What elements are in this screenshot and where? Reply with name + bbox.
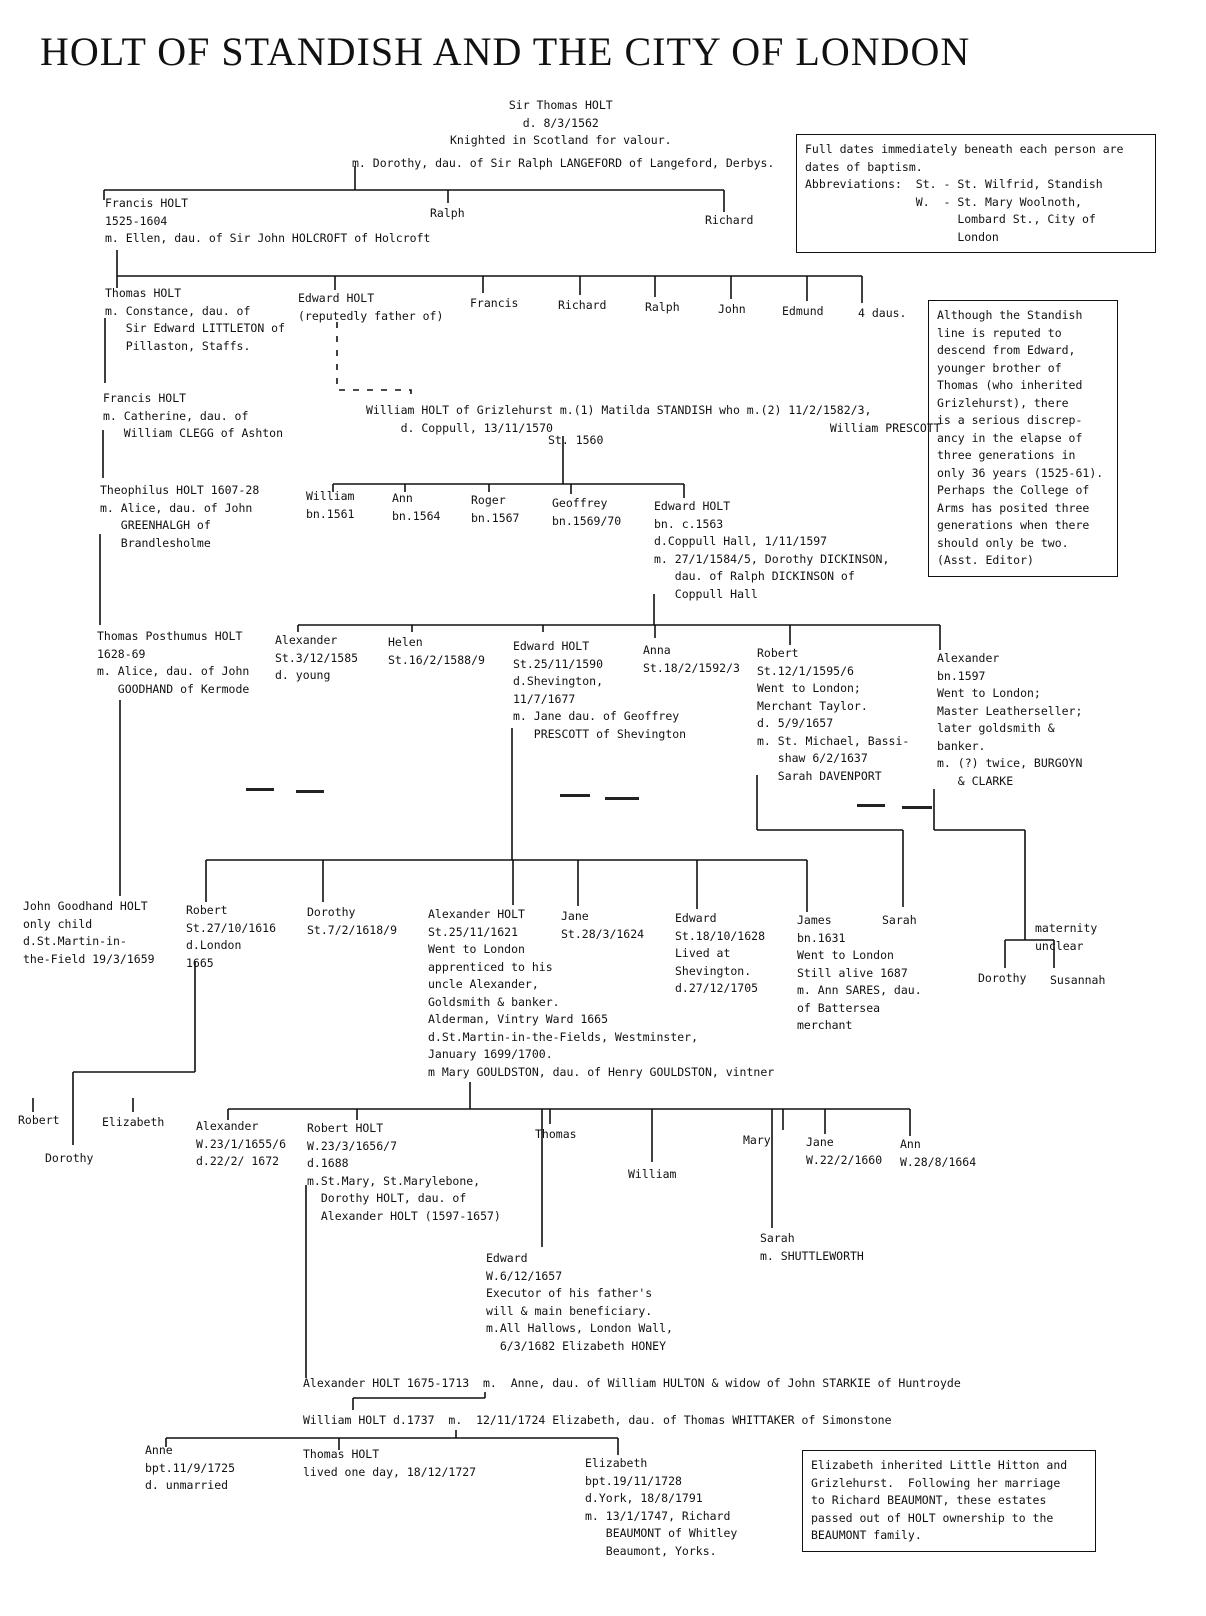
person-susannah: Susannah: [1050, 973, 1106, 987]
person-roger: Roger bn.1567: [471, 493, 520, 525]
person-robert-1595: Robert St.12/1/1595/6 Went to London; Me…: [757, 646, 910, 783]
person-thomas-holt: Thomas HOLT m. Constance, dau. of Sir Ed…: [105, 286, 286, 353]
break-mark: [246, 788, 274, 791]
person-helen: Helen St.16/2/1588/9: [388, 635, 485, 667]
person-william: William bn.1561: [306, 489, 355, 521]
person-theophilus-holt: Theophilus HOLT 1607-28 m. Alice, dau. o…: [100, 483, 260, 550]
person-ralph-2: Ralph: [645, 300, 680, 314]
person-edmund: Edmund: [782, 304, 824, 318]
person-richard: Richard: [705, 213, 754, 227]
break-mark: [605, 797, 639, 800]
person-edward-holt-1590: Edward HOLT St.25/11/1590 d.Shevington, …: [513, 639, 687, 741]
person-ann-1664: Ann W.28/8/1664: [900, 1137, 977, 1169]
break-mark: [902, 806, 932, 809]
person-dorothy-b: Dorothy: [978, 971, 1027, 985]
person-john: John: [718, 302, 746, 316]
person-robert-holt-1656: Robert HOLT W.23/3/1656/7 d.1688 m.St.Ma…: [307, 1121, 501, 1223]
person-robert-g7: Robert: [18, 1113, 60, 1127]
person-alexander-1655: Alexander W.23/1/1655/6 d.22/2/ 1672: [196, 1119, 287, 1168]
person-edward-holt-1563: Edward HOLT bn. c.1563 d.Coppull Hall, 1…: [654, 499, 890, 601]
person-elizabeth-1728: Elizabeth bpt.19/11/1728 d.York, 18/8/17…: [585, 1456, 738, 1558]
person-anne-1725: Anne bpt.11/9/1725 d. unmarried: [145, 1443, 236, 1492]
person-ann: Ann bn.1564: [392, 491, 441, 523]
person-william-g7: William: [628, 1167, 677, 1181]
standish-note: Although the Standish line is reputed to…: [928, 300, 1118, 577]
baptism-1560: St. 1560: [548, 433, 604, 447]
person-alexander-holt-1621: Alexander HOLT St.25/11/1621 Went to Lon…: [428, 907, 775, 1079]
break-mark: [560, 794, 590, 797]
break-mark: [296, 790, 324, 793]
person-francis-holt-1525: Francis HOLT 1525-1604 m. Ellen, dau. of…: [105, 196, 431, 245]
person-alexander-1585: Alexander St.3/12/1585 d. young: [275, 633, 359, 682]
person-sir-thomas-holt: Sir Thomas HOLT d. 8/3/1562 Knighted in …: [450, 98, 672, 147]
break-mark: [857, 804, 885, 807]
person-richard-2: Richard: [558, 298, 607, 312]
person-thomas-holt-1727: Thomas HOLT lived one day, 18/12/1727: [303, 1447, 477, 1479]
person-thomas-posthumus-holt: Thomas Posthumus HOLT 1628-69 m. Alice, …: [97, 629, 250, 696]
person-dorothy-1618: Dorothy St.7/2/1618/9: [307, 905, 398, 937]
person-james-1631: James bn.1631 Went to London Still alive…: [797, 913, 922, 1032]
person-john-goodhand-holt: John Goodhand HOLT only child d.St.Marti…: [23, 899, 155, 966]
person-edward-holt-reputed: Edward HOLT (reputedly father of): [298, 291, 444, 323]
person-4-daus: 4 daus.: [858, 306, 907, 320]
person-francis: Francis: [470, 296, 519, 310]
person-thomas-g7: Thomas: [535, 1127, 577, 1141]
abbreviations-note: Full dates immediately beneath each pers…: [796, 134, 1156, 253]
person-alexander-holt-1675: Alexander HOLT 1675-1713 m. Anne, dau. o…: [303, 1376, 961, 1390]
person-elizabeth-g7: Elizabeth: [102, 1115, 165, 1129]
person-mary-g7: Mary: [743, 1133, 771, 1147]
person-edward-1628: Edward St.18/10/1628 Lived at Shevington…: [675, 911, 766, 995]
person-francis-holt-2: Francis HOLT m. Catherine, dau. of Willi…: [103, 391, 284, 440]
person-edward-1657: Edward W.6/12/1657 Executor of his fathe…: [486, 1251, 673, 1353]
person-william-holt-1737: William HOLT d.1737 m. 12/11/1724 Elizab…: [303, 1413, 892, 1427]
person-jane-1624: Jane St.28/3/1624: [561, 909, 645, 941]
person-robert-1616: Robert St.27/10/1616 d.London 1665: [186, 903, 277, 970]
person-sarah-shuttleworth: Sarah m. SHUTTLEWORTH: [760, 1231, 864, 1263]
person-william-holt-grizlehurst: William HOLT of Grizlehurst m.(1) Matild…: [366, 403, 941, 435]
maternity-unclear-label: maternity unclear: [1035, 921, 1098, 953]
marriage-sir-thomas: m. Dorothy, dau. of Sir Ralph LANGEFORD …: [352, 156, 775, 170]
person-dorothy-g7: Dorothy: [45, 1151, 94, 1165]
person-geoffrey: Geoffrey bn.1569/70: [552, 496, 622, 528]
person-jane-1660: Jane W.22/2/1660: [806, 1135, 883, 1167]
person-alexander-1597: Alexander bn.1597 Went to London; Master…: [937, 651, 1083, 788]
page-title: HOLT OF STANDISH AND THE CITY OF LONDON: [40, 29, 971, 74]
person-sarah: Sarah: [882, 913, 917, 927]
person-anna: Anna St.18/2/1592/3: [643, 643, 740, 675]
elizabeth-note: Elizabeth inherited Little Hitton and Gr…: [802, 1450, 1096, 1552]
person-ralph: Ralph: [430, 206, 465, 220]
